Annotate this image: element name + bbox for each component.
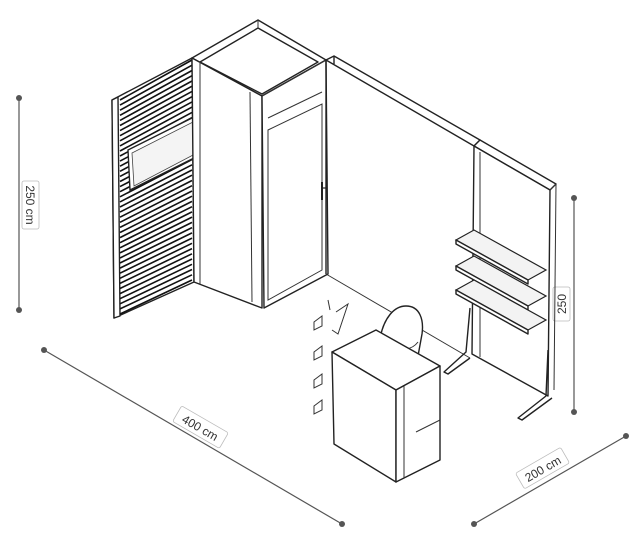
brochure-stand (313, 299, 349, 415)
wall-slat (119, 263, 193, 300)
wall-slat (119, 242, 193, 280)
shelf-bottom (454, 279, 548, 335)
wall-slat (119, 253, 193, 290)
wall-slat (119, 226, 193, 264)
slatted-wall (111, 57, 199, 319)
reception-counter (331, 329, 441, 483)
wall-slat (119, 184, 193, 224)
wall-slat (119, 74, 193, 117)
height-dimension-right: 250 (552, 195, 577, 415)
width-dimension: 400 cm (41, 347, 345, 527)
wall-slat (119, 164, 193, 203)
wall-slat (119, 85, 193, 127)
wall-slat (119, 95, 193, 137)
wall-slat (119, 179, 193, 218)
wall-slat (119, 59, 193, 101)
height-label-right: 250 (555, 294, 569, 314)
height-label-left: 250 cm (23, 185, 37, 224)
wall-screen (127, 114, 199, 192)
wall-slat (119, 247, 193, 285)
wall-slat (119, 64, 193, 106)
wall-slat (119, 174, 193, 213)
wall-slat (119, 211, 193, 249)
storage-wall (261, 59, 329, 309)
wall-slat (119, 169, 193, 208)
wall-slat (119, 69, 193, 111)
wall-slat (119, 221, 193, 259)
wall-slat (119, 101, 193, 142)
corner-column (191, 19, 327, 309)
wall-slat (119, 274, 193, 310)
wall-slat (119, 237, 193, 274)
wall-slat (119, 106, 193, 147)
wall-slat (119, 268, 193, 305)
wall-slat (119, 216, 193, 254)
wall-slat (119, 190, 193, 229)
wall-slat (119, 195, 193, 234)
wall-slat (119, 90, 193, 132)
display-stand (443, 307, 553, 421)
wall-slat (119, 232, 193, 269)
shelf-top (454, 229, 548, 285)
height-dimension-left: 250 cm (16, 95, 40, 313)
wall-slat (119, 80, 193, 122)
depth-dimension: 200 cm (471, 433, 629, 527)
wall-slat (119, 258, 193, 295)
wall-slat (119, 200, 193, 239)
wall-slat (119, 111, 193, 152)
wall-shelves (454, 229, 548, 335)
wall-slat (119, 279, 193, 315)
wall-slat (119, 205, 193, 244)
